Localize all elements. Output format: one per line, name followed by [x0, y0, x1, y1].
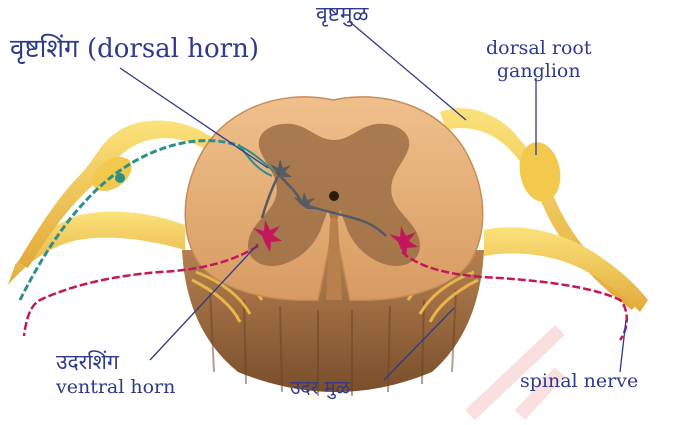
label-dorsal-root-marathi: वृष्टमुळ — [316, 4, 368, 25]
label-drg-line2: ganglion — [486, 60, 591, 83]
label-dorsal-root-ganglion: dorsal root ganglion — [486, 37, 591, 83]
label-ventral-horn-marathi: उदरशिंग — [56, 352, 119, 373]
leader-spinal-nerve — [620, 320, 626, 372]
label-ventral-root-marathi: उदर मुळ — [290, 379, 350, 398]
label-drg-line1: dorsal root — [486, 37, 591, 60]
central-canal — [329, 191, 339, 201]
label-ventral-horn: ventral horn — [56, 378, 175, 397]
label-dorsal-horn: वृष्टशिंग (dorsal horn) — [10, 36, 259, 62]
label-spinal-nerve: spinal nerve — [520, 372, 638, 391]
